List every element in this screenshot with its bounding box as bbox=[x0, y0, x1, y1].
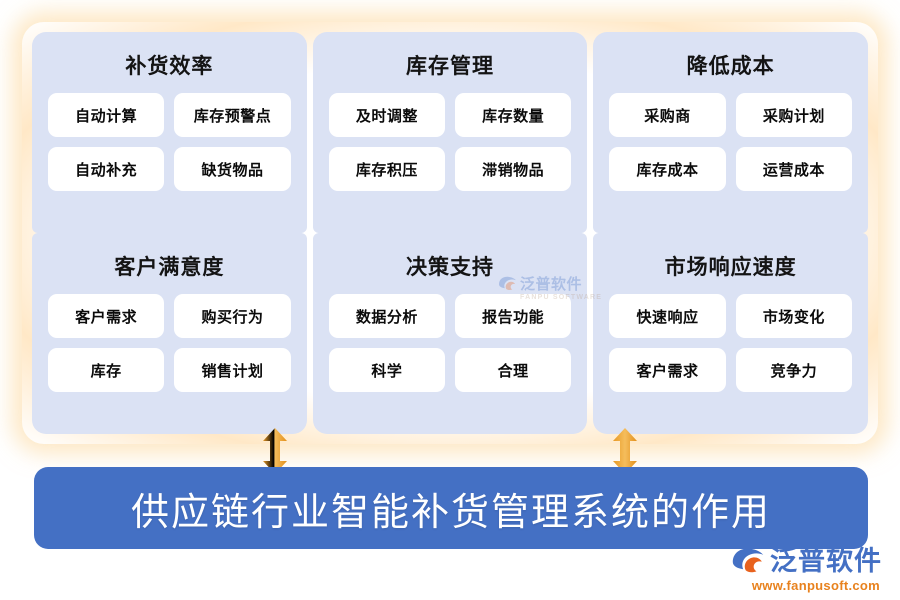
chip-item[interactable]: 库存成本 bbox=[609, 147, 726, 191]
chip-item[interactable]: 科学 bbox=[328, 348, 445, 392]
chip-group: 自动计算库存预警点自动补充缺货物品 bbox=[48, 93, 291, 191]
chip-item[interactable]: 库存预警点 bbox=[174, 93, 291, 137]
panel-title: 补货效率 bbox=[125, 54, 214, 78]
chip-item[interactable]: 数据分析 bbox=[328, 294, 445, 338]
panel-title: 客户满意度 bbox=[114, 255, 225, 279]
logo-website-url: www.fanpusoft.com bbox=[751, 578, 880, 593]
chip-item[interactable]: 自动计算 bbox=[48, 93, 165, 137]
panel-column: 补货效率自动计算库存预警点自动补充缺货物品客户满意度客户需求购买行为库存销售计划 bbox=[32, 32, 307, 434]
panel-title: 市场响应速度 bbox=[664, 255, 797, 279]
chip-item[interactable]: 采购计划 bbox=[735, 93, 853, 137]
panel: 库存管理及时调整库存数量库存积压滞销物品 bbox=[312, 32, 588, 233]
chip-item[interactable]: 库存积压 bbox=[328, 147, 445, 191]
chip-item[interactable]: 库存 bbox=[48, 348, 165, 392]
chip-item[interactable]: 销售计划 bbox=[174, 348, 291, 392]
chip-item[interactable]: 滞销物品 bbox=[455, 147, 572, 191]
chip-group: 及时调整库存数量库存积压滞销物品 bbox=[328, 93, 572, 191]
double-arrow-icon-right bbox=[612, 428, 638, 474]
chip-item[interactable]: 客户需求 bbox=[48, 294, 165, 338]
fanpu-logo-mark-icon bbox=[732, 548, 764, 573]
chip-group: 采购商采购计划库存成本运营成本 bbox=[609, 93, 853, 191]
chip-group: 客户需求购买行为库存销售计划 bbox=[48, 294, 291, 392]
bottom-banner: 供应链行业智能补货管理系统的作用 bbox=[34, 467, 868, 549]
chip-item[interactable]: 客户需求 bbox=[609, 348, 726, 392]
chip-item[interactable]: 自动补充 bbox=[48, 147, 165, 191]
panel: 客户满意度客户需求购买行为库存销售计划 bbox=[32, 233, 307, 434]
chip-group: 快速响应市场变化客户需求竞争力 bbox=[609, 294, 853, 392]
chip-item[interactable]: 市场变化 bbox=[735, 294, 853, 338]
chip-item[interactable]: 合理 bbox=[455, 348, 572, 392]
panel: 降低成本采购商采购计划库存成本运营成本 bbox=[593, 32, 869, 233]
panel-title: 降低成本 bbox=[686, 54, 775, 78]
chip-item[interactable]: 运营成本 bbox=[735, 147, 853, 191]
panel-title: 决策支持 bbox=[406, 255, 494, 279]
chip-item[interactable]: 缺货物品 bbox=[174, 147, 291, 191]
panel-title: 库存管理 bbox=[406, 54, 494, 78]
panel-column: 降低成本采购商采购计划库存成本运营成本市场响应速度快速响应市场变化客户需求竞争力 bbox=[593, 32, 869, 434]
banner-title: 供应链行业智能补货管理系统的作用 bbox=[130, 491, 771, 534]
chip-item[interactable]: 购买行为 bbox=[174, 294, 291, 338]
chip-item[interactable]: 采购商 bbox=[609, 93, 726, 137]
panel-grid: 补货效率自动计算库存预警点自动补充缺货物品客户满意度客户需求购买行为库存销售计划… bbox=[32, 32, 869, 434]
chip-item[interactable]: 报告功能 bbox=[455, 294, 572, 338]
chip-item[interactable]: 快速响应 bbox=[609, 294, 726, 338]
panel: 补货效率自动计算库存预警点自动补充缺货物品 bbox=[32, 32, 307, 233]
panel-column: 库存管理及时调整库存数量库存积压滞销物品决策支持数据分析报告功能科学合理 bbox=[312, 32, 588, 434]
logo-company-name: 泛普软件 bbox=[770, 546, 882, 576]
logo-row: 泛普软件 bbox=[731, 547, 882, 576]
chip-item[interactable]: 竞争力 bbox=[735, 348, 853, 392]
chip-item[interactable]: 库存数量 bbox=[455, 93, 572, 137]
chip-item[interactable]: 及时调整 bbox=[328, 93, 445, 137]
double-arrow-icon-left bbox=[262, 428, 288, 474]
fanpu-logo: 泛普软件 www.fanpusoft.com bbox=[731, 547, 882, 592]
chip-group: 数据分析报告功能科学合理 bbox=[328, 294, 572, 392]
panel: 市场响应速度快速响应市场变化客户需求竞争力 bbox=[593, 233, 869, 434]
panel: 决策支持数据分析报告功能科学合理 bbox=[312, 233, 588, 434]
